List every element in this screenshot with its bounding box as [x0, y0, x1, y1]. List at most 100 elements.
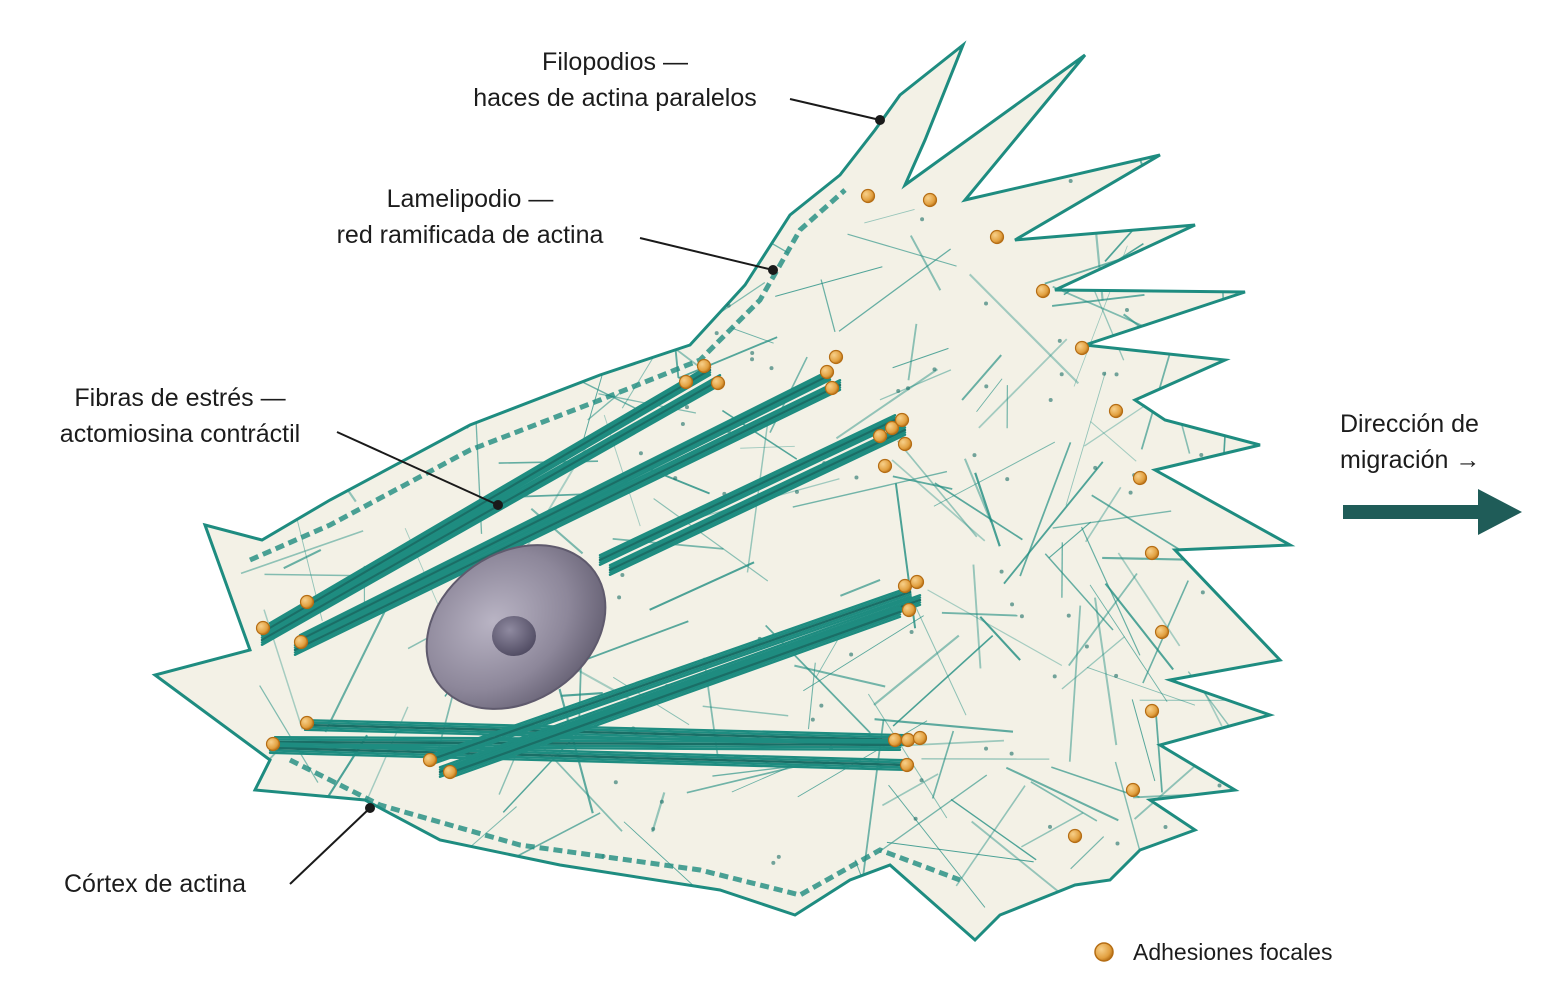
actin-branch-node [742, 189, 747, 194]
stress-fiber-strand [608, 433, 907, 576]
actin-branch-node [658, 259, 663, 264]
label-filopodia-line2: haces de actina paralelos [473, 84, 757, 112]
actin-filament [775, 266, 883, 297]
focal-adhesion [824, 380, 840, 396]
actin-branch-node [776, 854, 781, 859]
actin-branch-node [750, 350, 755, 355]
actin-filament [678, 336, 778, 380]
focal-adhesion [877, 458, 893, 474]
label-direction: Dirección de migración → [1340, 406, 1480, 478]
focal-adhesion [1144, 703, 1160, 719]
actin-filament [820, 279, 836, 333]
stress-fiber-strand [298, 369, 832, 637]
actin-filament [1051, 766, 1140, 798]
focal-adhesion [989, 229, 1005, 245]
actin-filament [359, 839, 445, 931]
actin-filament [240, 530, 364, 575]
actin-branch-node [617, 595, 622, 600]
focal-adhesion [901, 602, 917, 618]
actin-branch-node [1183, 849, 1188, 854]
stress-fiber-strand [293, 383, 842, 652]
actin-branch-node [849, 652, 854, 657]
stress-fiber-strand [428, 593, 912, 764]
actin-filament [324, 597, 393, 733]
stress-fiber-strand [268, 366, 712, 627]
actin-filament [979, 616, 1021, 661]
focal-adhesion [255, 620, 271, 636]
actin-filament [171, 239, 258, 323]
actin-filament [1089, 584, 1168, 702]
actin-filament [888, 784, 986, 908]
actin-branch-node [1163, 824, 1168, 829]
actin-filament [907, 323, 918, 381]
actin-branch-node [1225, 486, 1230, 491]
actin-branch-node [1114, 673, 1119, 678]
actin-branch-node [684, 405, 689, 410]
focal-adhesion [884, 420, 900, 436]
actin-filament [873, 634, 960, 706]
actin-filament [847, 233, 957, 267]
actin-filament [243, 455, 375, 459]
focal-adhesion [1154, 624, 1170, 640]
stress-fiber-strand [268, 746, 907, 767]
actin-cortex [248, 188, 961, 898]
leader-lines [289, 98, 885, 885]
focal-adhesion [293, 634, 309, 650]
actin-filament [867, 693, 948, 819]
actin-filament [1080, 526, 1141, 656]
actin-filament [1052, 510, 1172, 529]
actin-filament [941, 611, 1018, 617]
label-lamellipodium-line1: Lamelipodio — [386, 185, 554, 213]
actin-branch-node [794, 489, 799, 494]
focal-adhesion [819, 364, 835, 380]
stress-fiber-strand [268, 742, 907, 762]
actin-filament [740, 445, 795, 449]
actin-branch-node [896, 389, 901, 394]
actin-filament [623, 821, 697, 889]
actin-filament [1065, 371, 1106, 506]
actin-filament [835, 368, 939, 440]
stress-fiber-strand [438, 594, 922, 769]
actin-filament [955, 785, 1026, 887]
focal-adhesions [255, 188, 1170, 844]
actin-filament [260, 343, 297, 363]
actin-branch-node [1114, 372, 1119, 377]
focal-adhesion [1035, 283, 1051, 299]
actin-filament [1244, 186, 1290, 235]
stress-fiber-strand [598, 421, 897, 564]
actin-filament [456, 285, 474, 337]
actin-filament [864, 209, 915, 224]
actin-filament [892, 347, 949, 369]
actin-branch-node [702, 196, 707, 201]
actin-branch-node [647, 184, 652, 189]
actin-filament [715, 160, 753, 197]
actin-filament [286, 260, 334, 287]
actin-filament [1051, 293, 1145, 307]
stress-fiber-strand [608, 426, 907, 569]
stress-fiber-strand [608, 428, 907, 572]
actin-branch-node [905, 386, 910, 391]
actin-filament [1093, 597, 1118, 746]
actin-filament [892, 635, 994, 727]
focal-adhesion [1144, 545, 1160, 561]
focal-adhesion [696, 358, 712, 374]
actin-filament [347, 841, 403, 846]
label-direction-line2: migración → [1340, 446, 1481, 474]
actin-branch-node [1066, 613, 1071, 618]
label-lamellipodium-line2: red ramificada de actina [336, 221, 604, 249]
actin-filament [1021, 812, 1084, 848]
stress-fiber-strand [608, 431, 907, 574]
actin-filament [1083, 398, 1156, 447]
actin-filament [1114, 761, 1145, 866]
actin-filament [1005, 766, 1119, 822]
actin-branch-node [680, 421, 685, 426]
actin-branch-node [1217, 783, 1222, 788]
actin-branch-node [1172, 196, 1177, 201]
actin-branch-node [1048, 824, 1053, 829]
actin-branch-node [638, 451, 643, 456]
actin-branch-node [1048, 398, 1053, 403]
actin-filament [561, 692, 603, 697]
actin-branch-node [1052, 674, 1057, 679]
actin-branch-node [1059, 372, 1064, 377]
focal-adhesion [894, 412, 910, 428]
